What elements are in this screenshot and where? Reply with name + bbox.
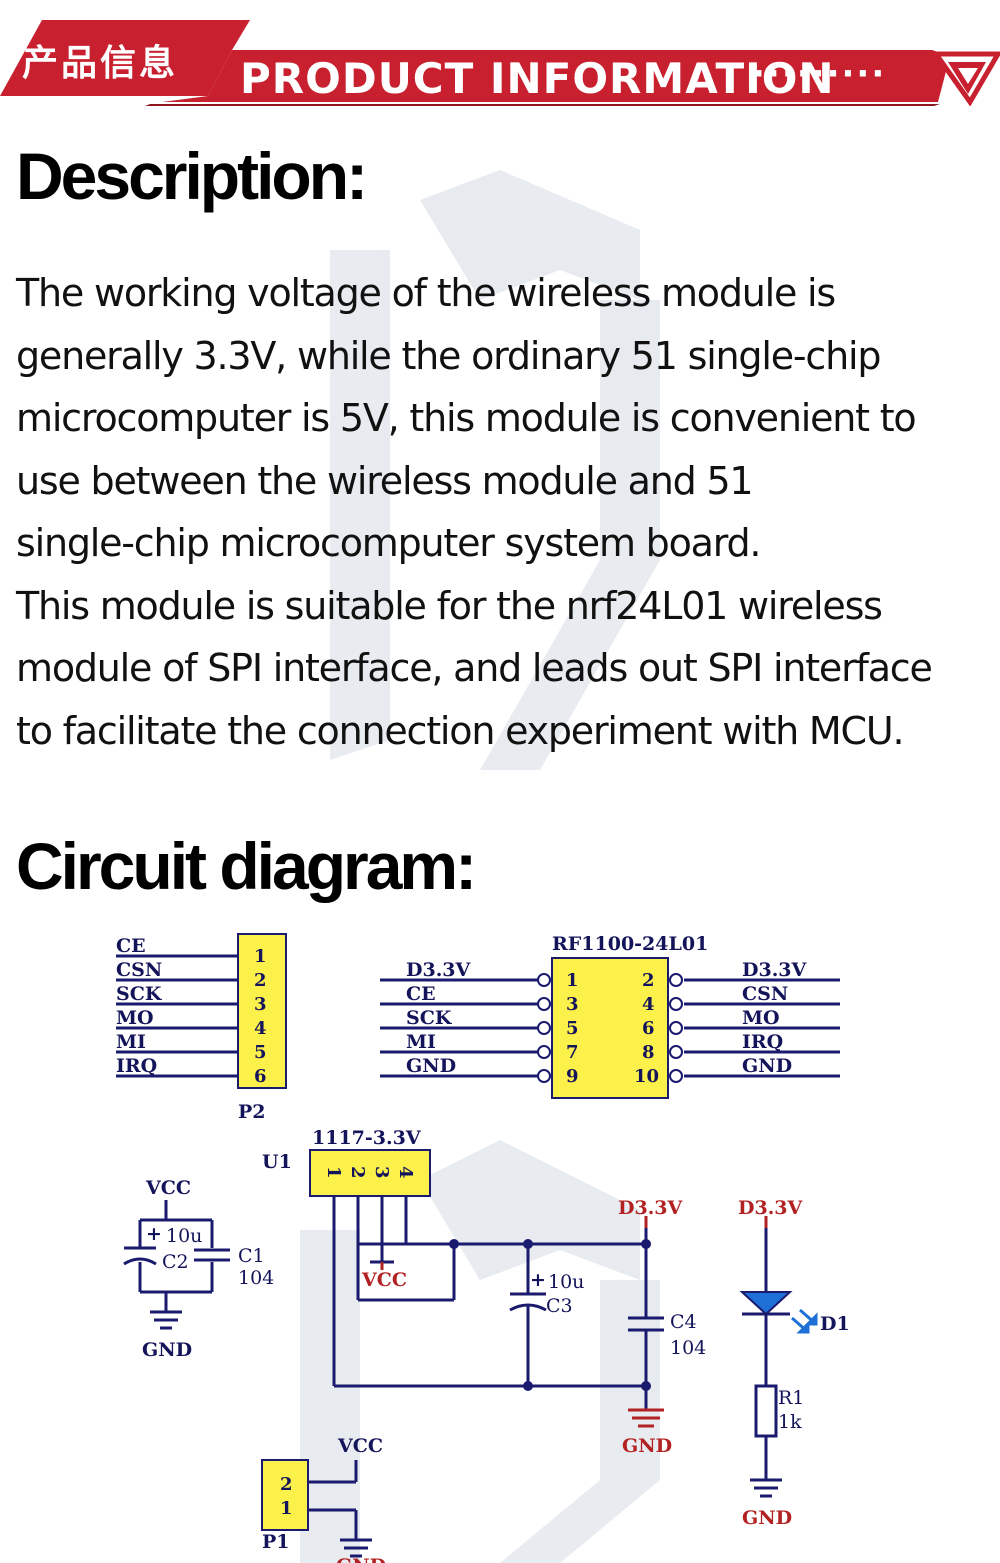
rf-pin-number: 6	[642, 1018, 655, 1039]
d1-ref-label: D1	[820, 1313, 850, 1335]
rf-pin-number: 9	[566, 1066, 579, 1087]
description-line: to facilitate the connection experiment …	[16, 708, 905, 753]
banner-title-en: PRODUCT INFORMATION	[240, 54, 835, 103]
p1-gnd-label: GND	[336, 1555, 386, 1563]
p2-signal-label: CE	[116, 935, 146, 957]
rf-pin-number: 10	[634, 1066, 659, 1087]
rf-left-label: GND	[406, 1055, 456, 1077]
banner-shape	[0, 20, 1000, 107]
rf-pin-number: 1	[566, 970, 579, 991]
p2-signal-label: CSN	[116, 959, 162, 981]
p2-ref-label: P2	[238, 1101, 266, 1123]
rf-right-label: MO	[742, 1007, 780, 1029]
rf-module	[551, 957, 669, 1099]
p2-pin-number: 3	[254, 994, 267, 1015]
rf-left-label: SCK	[406, 1007, 453, 1029]
output-gnd-label: GND	[622, 1435, 672, 1457]
circuit-heading: Circuit diagram:	[16, 829, 477, 903]
gnd-label: GND	[142, 1339, 192, 1361]
p1-vcc-label: VCC	[337, 1435, 383, 1457]
description-line: use between the wireless module and 51	[16, 458, 754, 503]
p2-pin-number: 2	[254, 970, 267, 991]
led-d33-label: D3.3V	[738, 1197, 804, 1219]
rf-pin-number: 4	[642, 994, 655, 1015]
c4-ref-label: C4	[670, 1311, 697, 1333]
c4-value-label: 104	[670, 1337, 706, 1359]
rf-left-label: D3.3V	[406, 959, 472, 981]
description-line: generally 3.3V, while the ordinary 51 si…	[16, 333, 881, 378]
rf-pin-number: 7	[566, 1042, 579, 1063]
p2-signal-label: MI	[116, 1031, 146, 1053]
u1-pin-number: 1	[323, 1166, 344, 1179]
rf-left-label: CE	[406, 983, 436, 1005]
description-heading: Description:	[16, 139, 368, 213]
p1-pin-number: 1	[280, 1498, 293, 1519]
banner-title-cn: 产品信息	[22, 43, 179, 84]
u1-pin-number: 2	[347, 1166, 368, 1179]
p1-ref-label: P1	[262, 1531, 290, 1553]
rf-right-label: CSN	[742, 983, 788, 1005]
u1-part-label: 1117-3.3V	[312, 1127, 422, 1149]
p2-connector	[237, 933, 287, 1089]
u1-vcc-label: VCC	[361, 1269, 407, 1291]
led-gnd-label: GND	[742, 1507, 792, 1529]
p2-pin-number: 5	[254, 1042, 267, 1063]
vcc-label: VCC	[145, 1177, 191, 1199]
led-icon	[739, 1291, 793, 1316]
rf-right-label: D3.3V	[742, 959, 808, 981]
c3-plus-label: +	[530, 1269, 546, 1291]
rf-pin-number: 2	[642, 970, 655, 991]
description-text: The working voltage of the wireless modu…	[16, 262, 991, 762]
c2-value-label: 10u	[166, 1225, 202, 1247]
rf-right-label: GND	[742, 1055, 792, 1077]
c1-value-label: 104	[238, 1267, 274, 1289]
rf-name-label: RF1100-24L01	[552, 933, 708, 955]
rf-pin-number: 3	[566, 994, 579, 1015]
rf-pin-number: 5	[566, 1018, 579, 1039]
c2-ref-label: C2	[162, 1251, 189, 1273]
p2-signal-label: SCK	[116, 983, 163, 1005]
banner-dots: ·········	[752, 54, 887, 94]
p2-pin-number: 6	[254, 1066, 267, 1087]
r1-value-label: 1k	[778, 1411, 802, 1433]
r1-ref-label: R1	[778, 1387, 804, 1409]
u1-pin-number: 3	[371, 1166, 392, 1179]
p1-connector	[261, 1459, 309, 1531]
description-line: The working voltage of the wireless modu…	[16, 271, 836, 315]
c1-ref-label: C1	[238, 1245, 265, 1267]
c3-value-label: 10u	[548, 1271, 584, 1293]
p2-pin-number: 4	[254, 1018, 267, 1039]
p2-pin-number: 1	[254, 946, 267, 967]
u1-regulator	[309, 1149, 431, 1197]
c2-plus-label: +	[146, 1223, 162, 1245]
description-line: single-chip microcomputer system board.	[16, 521, 761, 565]
rf-right-label: IRQ	[742, 1031, 783, 1053]
output-d33-label: D3.3V	[618, 1197, 684, 1219]
rf-left-label: MI	[406, 1031, 436, 1053]
description-line: microcomputer is 5V, this module is conv…	[16, 396, 917, 440]
p2-signal-label: IRQ	[116, 1055, 157, 1077]
p2-signal-label: MO	[116, 1007, 154, 1029]
u1-ref-label: U1	[262, 1151, 292, 1173]
description-line: This module is suitable for the nrf24L01…	[16, 583, 883, 628]
rf-pin-number: 8	[642, 1042, 655, 1063]
u1-pin-number: 4	[395, 1166, 416, 1179]
circuit-diagram: CE CSN SCK MO MI IRQ P2 RF1100-24L01 D3.…	[116, 933, 850, 1563]
description-line: module of SPI interface, and leads out S…	[16, 646, 933, 690]
c3-ref-label: C3	[546, 1295, 573, 1317]
p1-pin-number: 2	[280, 1474, 293, 1495]
product-info-banner: 产品信息 PRODUCT INFORMATION ·········	[0, 14, 1000, 107]
